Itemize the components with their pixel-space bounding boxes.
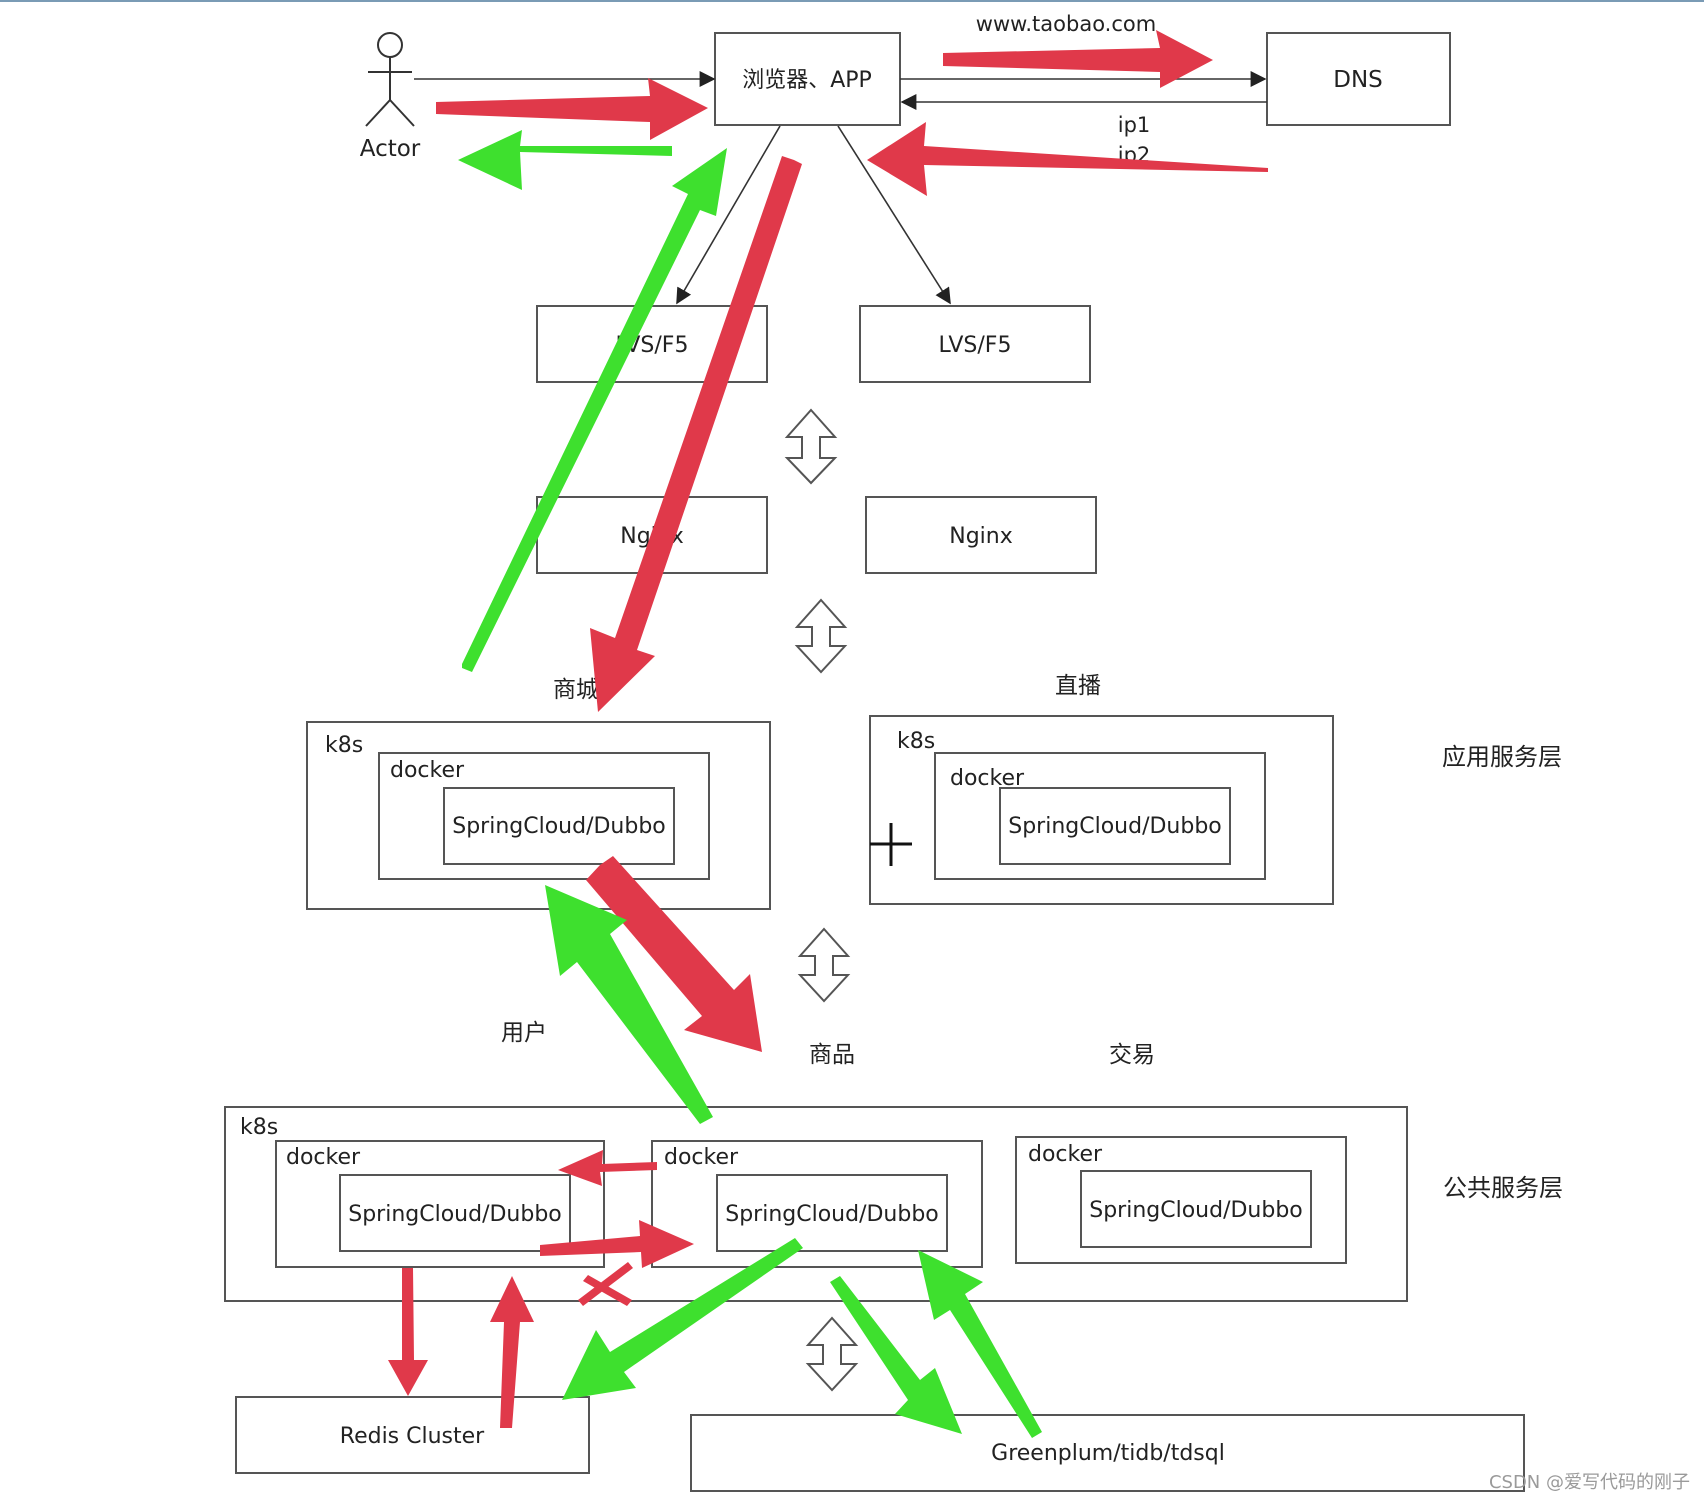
dns-node[interactable]	[1266, 32, 1451, 126]
red-arrow-user-to-goods	[540, 1220, 694, 1268]
common-k8s-label: k8s	[240, 1115, 278, 1140]
request-flow-arrows	[388, 30, 1268, 1428]
red-arrow-mall-to-goods	[586, 856, 762, 1052]
browser-node[interactable]	[714, 32, 901, 126]
browser-label: 浏览器、APP	[742, 68, 872, 93]
csdn-watermark: CSDN @爱写代码的刚子	[1489, 1472, 1690, 1493]
bidirectional-arrow-icon	[805, 1316, 859, 1392]
live-service-label: SpringCloud/Dubbo	[1008, 814, 1222, 839]
user-label: 用户	[501, 1020, 547, 1046]
bidirectional-arrow-icon	[794, 598, 848, 674]
user-docker-label: docker	[286, 1145, 361, 1170]
user-service[interactable]	[339, 1174, 571, 1252]
actor-label: Actor	[360, 136, 421, 162]
red-cross-mark	[578, 1262, 633, 1306]
live-docker-label: docker	[950, 766, 1025, 791]
browser-to-lvs-right-edge	[837, 125, 951, 305]
red-arrow-user-to-redis	[388, 1268, 428, 1396]
trade-service[interactable]	[1080, 1170, 1312, 1248]
red-cross-mark	[583, 1275, 632, 1306]
live-label: 直播	[1055, 673, 1101, 699]
database-label: Greenplum/tidb/tdsql	[991, 1441, 1225, 1466]
lvs-right-label: LVS/F5	[939, 333, 1012, 358]
trade-label: 交易	[1109, 1042, 1155, 1068]
live-k8s-label: k8s	[897, 729, 935, 754]
goods-docker-label: docker	[664, 1145, 739, 1170]
green-arrow-goods-to-redis	[562, 1238, 803, 1400]
live-service[interactable]	[999, 787, 1231, 865]
trade-service-label: SpringCloud/Dubbo	[1089, 1198, 1303, 1223]
mall-label: 商城	[553, 677, 599, 703]
green-arrow-browser-to-actor	[458, 130, 672, 190]
user-service-label: SpringCloud/Dubbo	[348, 1202, 562, 1227]
database-node[interactable]	[690, 1414, 1525, 1492]
crosshair-cursor-icon	[870, 823, 912, 866]
green-arrow-db-to-goods	[918, 1250, 1042, 1438]
redis-label: Redis Cluster	[340, 1424, 485, 1449]
common-layer-title: 公共服务层	[1443, 1174, 1563, 1202]
red-arrow-browser-to-dns	[943, 30, 1213, 88]
goods-service-label: SpringCloud/Dubbo	[725, 1202, 939, 1227]
mall-docker-label: docker	[390, 758, 465, 783]
app-layer-title: 应用服务层	[1442, 743, 1562, 771]
bidirectional-arrow-icon	[784, 408, 838, 485]
domain-label: www.taobao.com	[976, 12, 1156, 36]
dns-label: DNS	[1333, 67, 1383, 93]
mall-k8s-label: k8s	[325, 733, 363, 758]
mall-service-label: SpringCloud/Dubbo	[452, 814, 666, 839]
browser-to-lvs-left-edge	[676, 125, 781, 305]
red-arrow-browser-to-mall	[590, 156, 802, 712]
mall-service[interactable]	[443, 787, 675, 865]
nginx-right-label: Nginx	[949, 524, 1013, 549]
green-arrow-mall-to-browser	[462, 148, 727, 672]
bidirectional-arrow-icon	[797, 927, 851, 1003]
goods-label: 商品	[809, 1042, 855, 1068]
red-arrow-dns-to-browser	[867, 122, 1268, 196]
trade-docker-label: docker	[1028, 1142, 1103, 1167]
response-flow-arrows	[458, 130, 1042, 1438]
green-arrow-goods-to-db	[830, 1276, 962, 1434]
green-arrow-goods-to-mall	[545, 885, 713, 1124]
actor-figure	[365, 32, 415, 127]
red-arrow-redis-to-user	[490, 1276, 534, 1428]
ip1-label: ip1	[1118, 113, 1151, 137]
goods-service[interactable]	[716, 1174, 948, 1252]
lvs-right-node[interactable]	[859, 305, 1091, 383]
nginx-right-node[interactable]	[865, 496, 1097, 574]
red-arrow-actor-to-browser	[436, 78, 708, 140]
redis-cluster-node[interactable]	[235, 1396, 590, 1474]
red-arrow-goods-to-user	[558, 1150, 657, 1186]
